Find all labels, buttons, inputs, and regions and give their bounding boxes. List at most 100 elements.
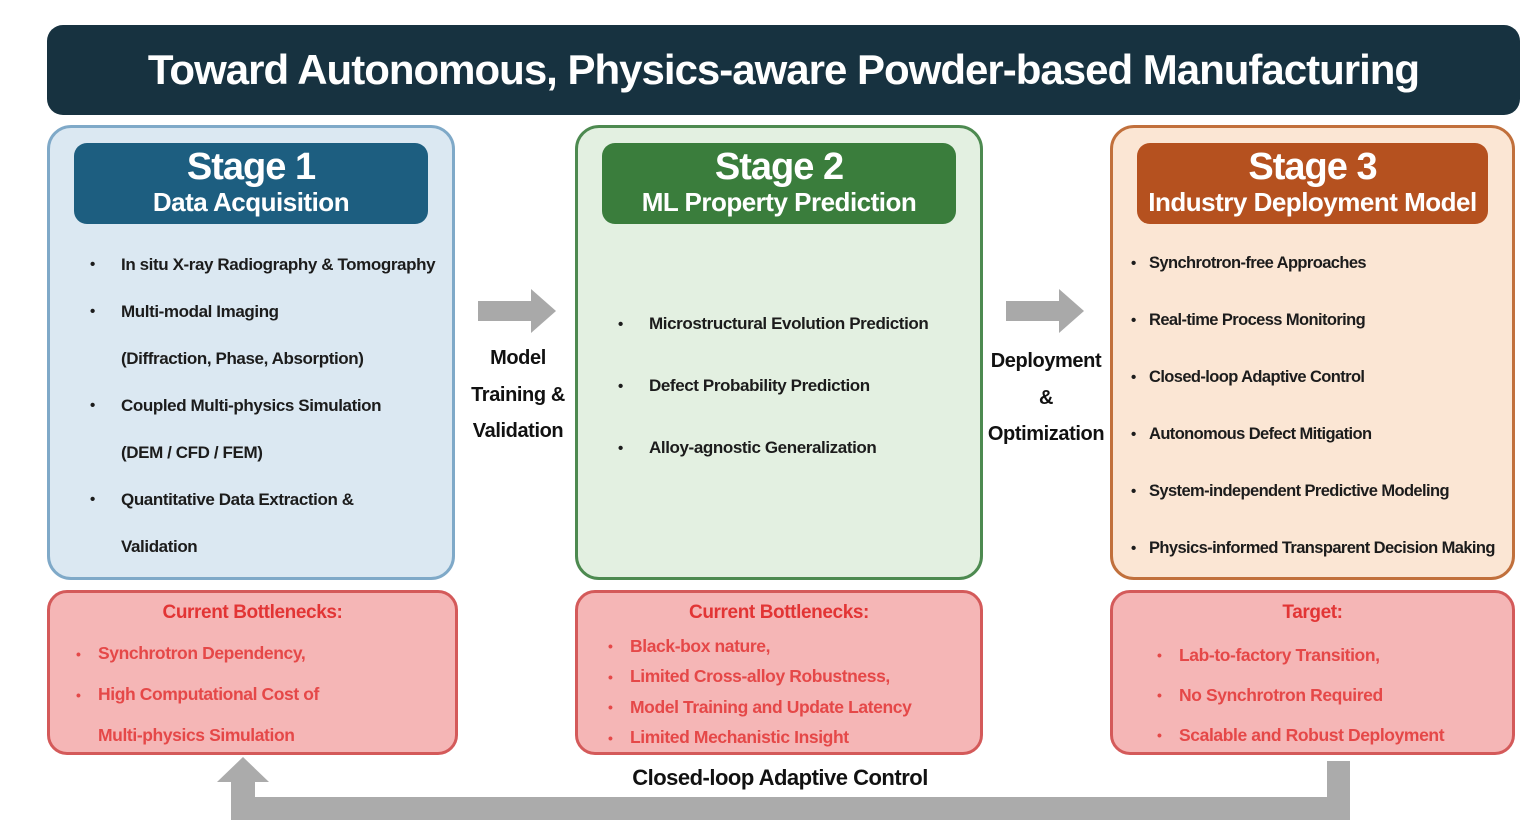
target-item-text: Scalable and Robust Deployment	[1179, 724, 1445, 745]
arrow1-label-line: Training &	[471, 383, 565, 406]
stage1-bottleneck-box: Current Bottlenecks: • Synchrotron Depend…	[47, 590, 458, 755]
stage1-item-text: Quantitative Data Extraction &	[121, 489, 354, 509]
stage1-item-text: (Diffraction, Phase, Absorption)	[121, 348, 364, 368]
target-list: •Lab-to-factory Transition,•No Synchrotr…	[1157, 635, 1512, 755]
stage3-header: Stage 3 Industry Deployment Model	[1137, 143, 1488, 225]
stage3-item-list: • Synchrotron-free Approaches • Real-time P…	[1131, 235, 1512, 577]
stage1-item-text: (DEM / CFD / FEM)	[121, 442, 263, 462]
bottleneck2-item: •Limited Mechanistic Insight	[608, 723, 980, 754]
stage1-subtitle: Data Acquisition	[152, 186, 350, 217]
feedback-arrow-label: Closed-loop Adaptive Control	[632, 765, 928, 790]
right-arrow-icon	[1006, 289, 1084, 333]
bullet-dot: •	[1131, 483, 1137, 501]
target-item-text: No Synchrotron Required	[1179, 684, 1383, 705]
target-item: • No Synchrotron Required	[1157, 675, 1512, 715]
stage1-item: • Coupled Multi-physics Simulation	[90, 382, 452, 429]
stage2-title: Stage 2	[714, 146, 844, 188]
arrow-head	[1059, 289, 1084, 333]
stage1-item-text: Multi-modal Imaging	[121, 301, 279, 321]
feedback-arrow-left-stem	[231, 781, 255, 811]
stage3-item-text: Synchrotron-free Approaches	[1149, 254, 1367, 273]
bullet-dot: •	[1157, 727, 1162, 743]
stage3-title: Stage 3	[1248, 146, 1377, 188]
stage1-item-text: In situ X-ray Radiography & Tomography	[121, 254, 436, 274]
bullet-dot: •	[608, 699, 613, 716]
stage1-item: • Quantitative Data Extraction &	[90, 476, 452, 523]
page-title: Toward Autonomous, Physics-aware Powder-…	[147, 46, 1420, 93]
bottleneck1-item-text: Synchrotron Dependency,	[98, 643, 306, 663]
stage2-item-text: Alloy-agnostic Generalization	[649, 438, 877, 458]
bottleneck2-list: •Black-box nature,•Limited Cross-alloy R…	[608, 631, 980, 753]
bottleneck2-item: •Black-box nature,	[608, 631, 980, 662]
stage3-target-box: Target: •Lab-to-factory Transition,•No S…	[1110, 590, 1515, 755]
bullet-dot: •	[618, 315, 624, 333]
stage2-bottleneck-box: Current Bottlenecks: •Black-box nature,•…	[575, 590, 983, 755]
bullet-dot: •	[90, 303, 96, 321]
bullet-dot: •	[1131, 369, 1137, 387]
bullet-dot: •	[76, 645, 81, 662]
target-item: •Lab-to-factory Transition,	[1157, 635, 1512, 675]
stage1-item-text: Validation	[121, 536, 198, 556]
stage2-box: Stage 2 ML Property Prediction • Microstr…	[575, 125, 983, 580]
stage1-item-text: Coupled Multi-physics Simulation	[121, 395, 382, 415]
arrow-shaft	[1006, 301, 1059, 321]
bottleneck2-item: •Model Training and Update Latency	[608, 692, 980, 723]
bullet-dot: •	[90, 256, 96, 274]
target-item-text: Lab-to-factory Transition,	[1179, 644, 1380, 665]
stage1-title: Stage 1	[186, 146, 316, 188]
stage2-header: Stage 2 ML Property Prediction	[602, 143, 956, 225]
arrow1-label-line: Validation	[472, 420, 564, 442]
stage2-item: • Microstructural Evolution Prediction	[618, 293, 980, 355]
arrow-head	[531, 289, 556, 333]
stage2-item-text: Defect Probability Prediction	[649, 376, 870, 396]
stage3-item: • Autonomous Defect Mitigation	[1131, 406, 1512, 463]
bullet-dot: •	[608, 729, 613, 746]
feedback-arrow-horizontal-segment	[231, 797, 1350, 820]
stage1-item: • In situ X-ray Radiography & Tomography	[90, 241, 452, 288]
bottleneck2-title: Current Bottlenecks:	[689, 602, 869, 623]
bullet-dot: •	[1131, 312, 1137, 330]
bottleneck1-title: Current Bottlenecks:	[162, 602, 343, 623]
stage3-item: • Synchrotron-free Approaches	[1131, 235, 1512, 292]
bottleneck1-item-text: Multi-physics Simulation	[98, 725, 295, 745]
stage3-item-text: Autonomous Defect Mitigation	[1149, 425, 1372, 444]
stage1-item: • Multi-modal Imaging	[90, 288, 452, 335]
bullet-dot: •	[618, 377, 624, 395]
stage3-item-text: System-independent Predictive Modeling	[1149, 482, 1450, 501]
arrow1-label: Model Training & Validation	[448, 340, 588, 450]
stage2-item: • Alloy-agnostic Generalization	[618, 417, 980, 479]
bullet-dot: •	[618, 439, 624, 457]
bullet-dot: •	[608, 668, 613, 685]
bottleneck1-item: •High Computational Cost of	[76, 674, 455, 715]
arrow2-label-line: Optimization	[987, 423, 1105, 445]
stage3-item-text: Closed-loop Adaptive Control	[1149, 368, 1365, 387]
arrow-shaft	[478, 301, 531, 321]
bottleneck1-item: • Synchrotron Dependency,	[76, 633, 455, 674]
title-banner: Toward Autonomous, Physics-aware Powder-…	[47, 25, 1520, 115]
arrow2-label: Deployment & Optimization	[980, 343, 1112, 453]
stage3-item-text: Real-time Process Monitoring	[1149, 311, 1366, 330]
stage1-header: Stage 1 Data Acquisition	[74, 143, 428, 225]
bullet-dot: •	[1157, 687, 1162, 703]
stage2-item-text: Microstructural Evolution Prediction	[649, 314, 929, 334]
bullet-dot: •	[76, 686, 81, 703]
feedback-arrow-head	[217, 757, 269, 782]
bullet-dot: •	[90, 397, 96, 415]
stage3-item: • System-independent Predictive Modeling	[1131, 463, 1512, 520]
stage2-subtitle: ML Property Prediction	[641, 186, 917, 217]
stage1-item: •(DEM / CFD / FEM)	[90, 429, 452, 476]
bullet-dot: •	[1131, 255, 1137, 273]
stage1-item: •Validation	[90, 523, 452, 570]
target-title: Target:	[1282, 602, 1343, 623]
arrow2-label-line: Deployment	[990, 350, 1102, 372]
arrow2-label-line: &	[1038, 386, 1054, 409]
bullet-dot: •	[1131, 426, 1137, 444]
bullet-dot: •	[608, 638, 613, 655]
stage2-item: • Defect Probability Prediction	[618, 355, 980, 417]
bullet-dot: •	[1131, 540, 1137, 558]
bottleneck1-list: • Synchrotron Dependency, •High Computatio…	[76, 633, 455, 756]
right-arrow-icon	[478, 289, 556, 333]
bottleneck2-item: •Limited Cross-alloy Robustness,	[608, 662, 980, 693]
bullet-dot: •	[90, 491, 96, 509]
